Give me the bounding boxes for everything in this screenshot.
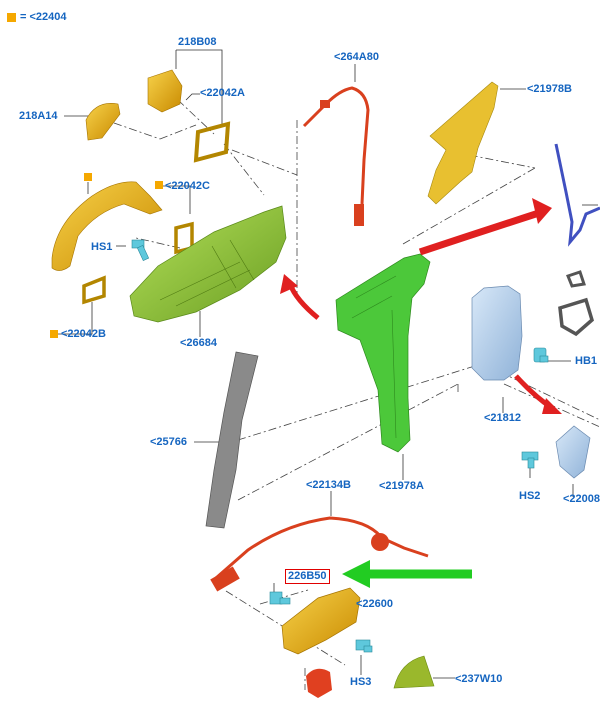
screw-hs2-part: [521, 451, 539, 469]
gasket-22042b: [82, 275, 106, 305]
label-22042c: <22042C: [165, 180, 210, 192]
handle-end-cap-part: [147, 69, 183, 113]
interior-handle-22600-part: [281, 587, 361, 655]
connector-lines: [113, 99, 600, 690]
label-22042a: <22042A: [200, 87, 245, 99]
latch-seal-part: [558, 297, 594, 337]
label-218b08: 218B08: [178, 36, 217, 48]
legend-marker: [155, 181, 163, 189]
latch-21812-part: [471, 285, 523, 381]
label-hs1: HS1: [91, 241, 113, 253]
red-arrow-upper-right: [418, 208, 544, 256]
label-21978a: <21978A: [379, 480, 424, 492]
seal-25766-part: [205, 351, 259, 529]
label-218a14: 218A14: [19, 110, 58, 122]
bolt-hb1-part: [533, 347, 549, 363]
label-22008: <22008: [563, 493, 600, 505]
label-237w10: <237W10: [455, 673, 503, 685]
label-22042b: <22042B: [61, 328, 106, 340]
label-hs2: HS2: [519, 490, 541, 502]
bracket-21978b-part: [427, 81, 499, 205]
label-hb1: HB1: [575, 355, 598, 367]
legend-marker: [84, 173, 92, 181]
label-25766: <25766: [150, 436, 188, 448]
red-cap-part: [306, 668, 332, 698]
handle-carrier-part: [129, 205, 287, 323]
legend-text: = <22404: [20, 11, 67, 23]
legend-swatch: [7, 13, 16, 22]
cable-22134b-part: [215, 516, 429, 580]
bracket-22008-part: [555, 425, 591, 479]
label-21978b: <21978B: [527, 83, 572, 95]
label-hs3: HS3: [350, 676, 372, 688]
handle-cover-part: [85, 103, 121, 141]
bracket-21978a-part: [335, 253, 431, 453]
screw-hs1-part: [131, 239, 150, 262]
leader-lines: [58, 49, 598, 679]
screw-hs3-part: [355, 639, 373, 653]
label-264a80: <264A80: [334, 51, 379, 63]
exterior-handle-part: [51, 181, 163, 271]
rod-part: [554, 143, 600, 247]
legend-marker: [50, 330, 58, 338]
label-21812: <21812: [484, 412, 522, 424]
screw-226b50-part: [269, 591, 291, 605]
cable-264a80-part: [302, 86, 370, 225]
label-22134b: <22134B: [306, 479, 351, 491]
label-26684: <26684: [180, 337, 218, 349]
label-226b50-highlighted[interactable]: 226B50: [285, 569, 330, 584]
gasket-22042a: [193, 121, 231, 163]
red-arrow-left: [287, 283, 320, 320]
cover-237w10-part: [393, 655, 435, 689]
label-22600: <22600: [356, 598, 394, 610]
